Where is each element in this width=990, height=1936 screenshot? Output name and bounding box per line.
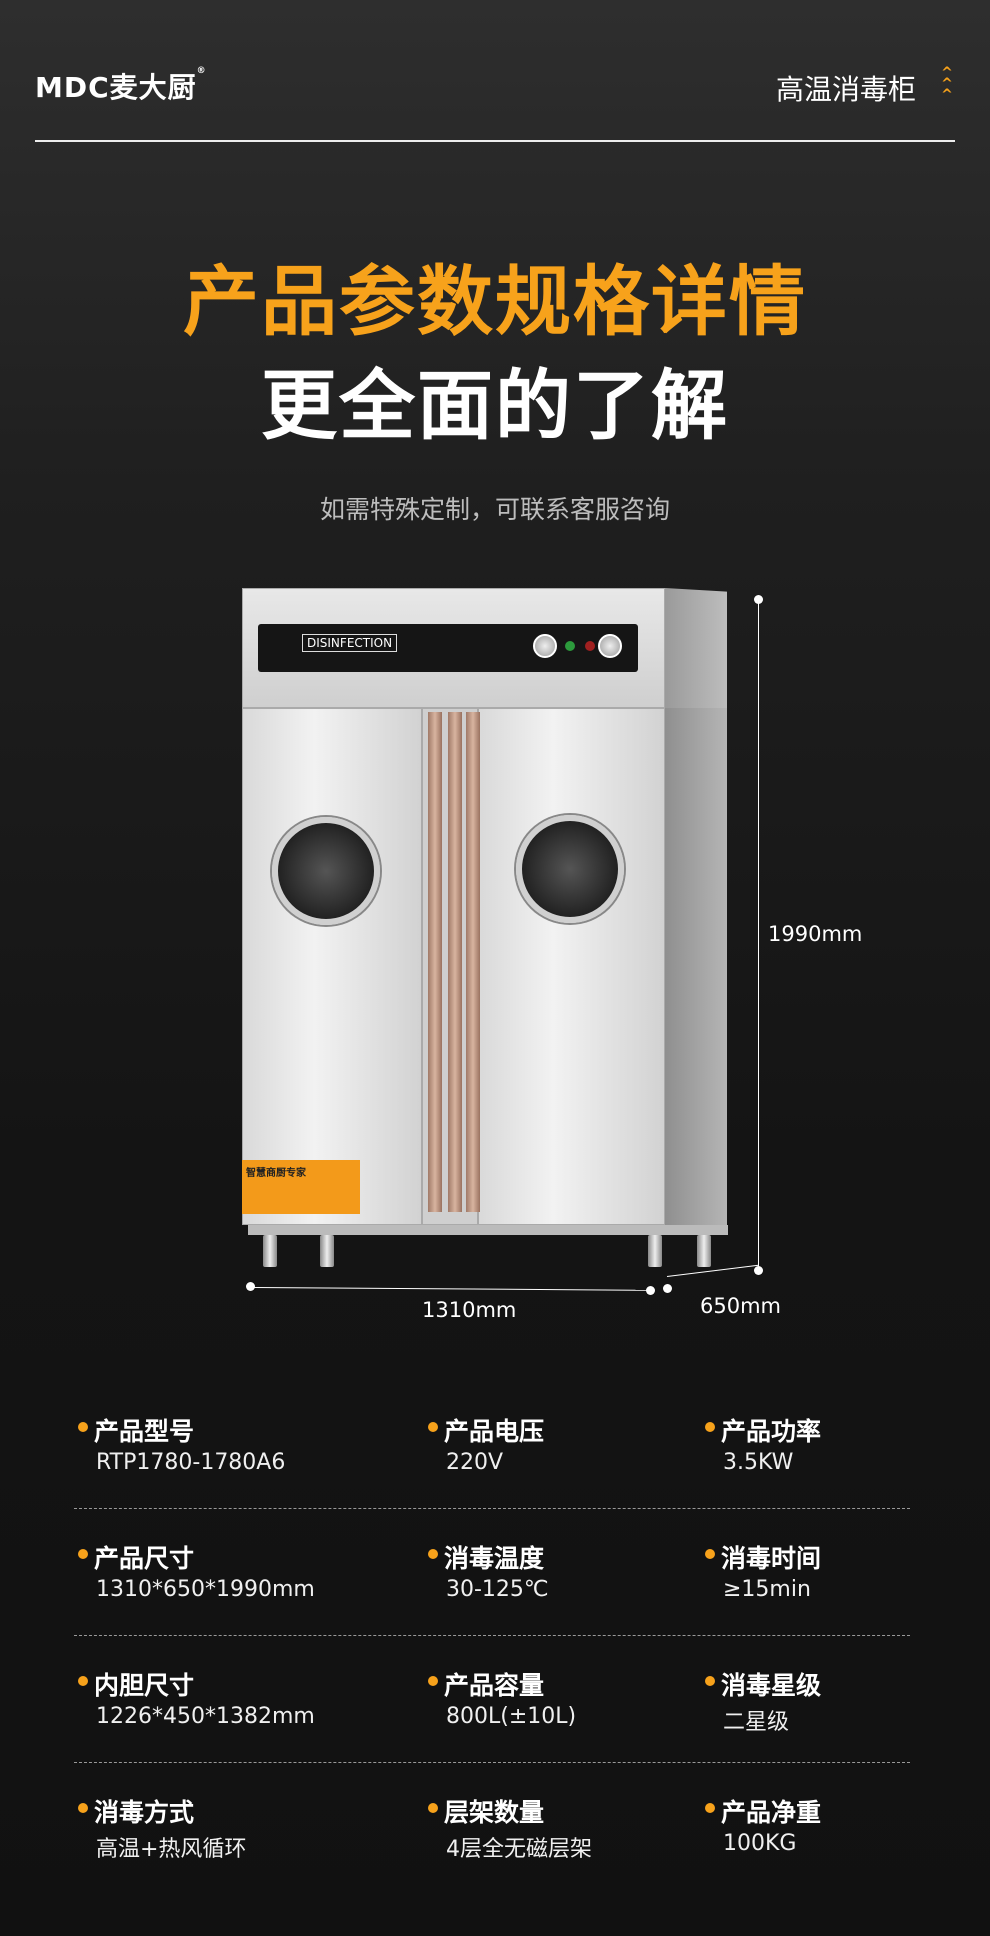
spec-label: 消毒方式 [78, 1793, 194, 1829]
row-divider [74, 1635, 910, 1636]
foot [320, 1235, 334, 1267]
left-door [242, 708, 422, 1225]
knob-icon [533, 634, 557, 658]
handle-strip [466, 712, 480, 1212]
spec-label: 内胆尺寸 [78, 1666, 194, 1702]
page-subtitle: 更全面的了解 [261, 361, 729, 450]
row-divider [74, 1762, 910, 1763]
depth-dimension-line [666, 1264, 759, 1277]
spec-label: 产品尺寸 [78, 1539, 194, 1575]
spec-value: 二星级 [723, 1710, 790, 1735]
spec-value: 1226*450*1382mm [96, 1704, 315, 1729]
foot [697, 1235, 711, 1267]
control-panel [258, 624, 638, 672]
spec-value: 100KG [723, 1831, 797, 1856]
spec-label: 产品型号 [78, 1412, 194, 1448]
brand-sticker: 智慧商厨专家 [242, 1160, 360, 1214]
width-label: 1310mm [422, 1298, 517, 1322]
right-door [478, 708, 665, 1225]
spec-value: 高温+热风循环 [96, 1837, 247, 1862]
cabinet-side [665, 588, 727, 708]
handle-strip [448, 712, 462, 1212]
spec-label: 层架数量 [428, 1793, 544, 1829]
red-led-icon [585, 641, 595, 651]
triple-chevron-up-icon: ^^^ [941, 65, 953, 103]
spec-label: 产品功率 [705, 1412, 821, 1448]
spec-value: 4层全无磁层架 [446, 1837, 592, 1862]
spec-label: 消毒温度 [428, 1539, 544, 1575]
height-label: 1990mm [768, 922, 863, 946]
dimension-dot [246, 1282, 255, 1291]
panel-label: DISINFECTION [302, 634, 398, 652]
spec-value: ≥15min [723, 1577, 811, 1602]
foot [648, 1235, 662, 1267]
cabinet-side [665, 708, 727, 1225]
spec-label: 产品净重 [705, 1793, 821, 1829]
knob-icon [598, 634, 622, 658]
spec-value: 800L(±10L) [446, 1704, 577, 1729]
brand-logo: MDC麦大厨® [35, 66, 207, 104]
door-window [272, 817, 380, 925]
spec-value: RTP1780-1780A6 [96, 1450, 286, 1475]
dimension-dot [754, 1266, 763, 1275]
spec-label: 消毒星级 [705, 1666, 821, 1702]
category-title: 高温消毒柜 [776, 73, 917, 106]
page-title: 产品参数规格详情 [183, 257, 807, 346]
green-led-icon [565, 641, 575, 651]
cabinet-base [248, 1225, 728, 1235]
spec-label: 产品容量 [428, 1666, 544, 1702]
spec-value: 220V [446, 1450, 504, 1475]
row-divider [74, 1508, 910, 1509]
dimension-dot [646, 1286, 655, 1295]
spec-value: 1310*650*1990mm [96, 1577, 315, 1602]
handle-strip [428, 712, 442, 1212]
spec-label: 产品电压 [428, 1412, 544, 1448]
spec-value: 3.5KW [723, 1450, 794, 1475]
spec-value: 30-125℃ [446, 1577, 549, 1602]
door-window [516, 815, 624, 923]
foot [263, 1235, 277, 1267]
dimension-dot [754, 595, 763, 604]
customization-note: 如需特殊定制，可联系客服咨询 [319, 495, 670, 524]
depth-label: 650mm [700, 1294, 781, 1318]
width-dimension-line [249, 1287, 650, 1291]
spec-label: 消毒时间 [705, 1539, 821, 1575]
dimension-dot [663, 1284, 672, 1293]
height-dimension-line [758, 600, 759, 1270]
header-divider [35, 140, 955, 142]
